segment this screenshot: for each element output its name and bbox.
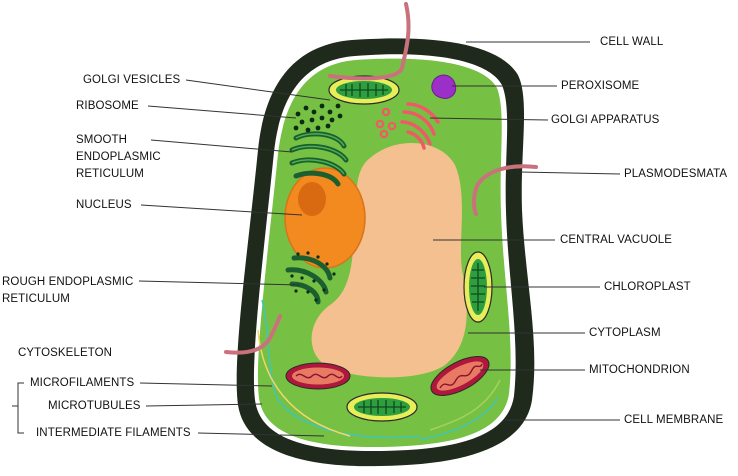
rough-er-ribosomes (290, 251, 336, 302)
chloroplast-right (463, 251, 493, 323)
label-cell-wall: CELL WALL (600, 36, 664, 48)
label-golgi-apparatus: GOLGI APPARATUS (551, 114, 660, 126)
label-rough-er-line2: RETICULUM (2, 293, 70, 305)
nucleolus (298, 182, 326, 216)
chloroplast-bottom (346, 392, 418, 422)
peroxisome (431, 74, 457, 99)
smooth-er-lumen (291, 133, 347, 175)
leader-lines (138, 41, 621, 437)
label-central-vacuole: CENTRAL VACUOLE (560, 234, 673, 246)
label-golgi-vesicles: GOLGI VESICLES (83, 74, 181, 86)
intermediate-filament-strand (429, 379, 501, 431)
plasmodesma-top (328, 2, 411, 81)
label-cytoskeleton: CYTOSKELETON (18, 347, 113, 359)
label-cell-membrane: CELL MEMBRANE (624, 414, 724, 426)
microfilament-strand (419, 397, 499, 441)
label-smooth-er-line1: SMOOTH (76, 134, 128, 146)
label-microtubules: MICROTUBULES (48, 400, 141, 412)
label-rough-er-line1: ROUGH ENDOPLASMIC (2, 276, 134, 288)
label-mitochondrion: MITOCHONDRION (589, 364, 690, 376)
golgi-apparatus (400, 102, 440, 150)
label-chloroplast: CHLOROPLAST (604, 281, 691, 293)
central-vacuole (311, 142, 467, 378)
label-cytoplasm: CYTOPLASM (589, 327, 661, 339)
label-peroxisome: PEROXISOME (561, 80, 640, 92)
label-smooth-er-line2: ENDOPLASMIC (76, 151, 161, 163)
label-microfilaments: MICROFILAMENTS (30, 377, 135, 389)
label-intermediate-filaments: INTERMEDIATE FILAMENTS (36, 427, 191, 439)
mitochondrion-left (285, 362, 351, 390)
plasmodesma-left (224, 314, 282, 355)
label-smooth-er-line3: RETICULUM (76, 168, 144, 180)
label-ribosome: RIBOSOME (76, 100, 139, 112)
ribosomes (293, 103, 343, 133)
plasmodesma-right (472, 164, 538, 216)
chloroplast-top (328, 75, 400, 105)
mitochondrion-right (430, 356, 490, 396)
label-plasmodesmata: PLASMODESMATA (624, 168, 728, 180)
label-nucleus: NUCLEUS (76, 199, 132, 211)
microfilament-strand (261, 299, 421, 439)
cytoskeleton-bracket (12, 382, 24, 434)
golgi-vesicles (375, 107, 397, 139)
